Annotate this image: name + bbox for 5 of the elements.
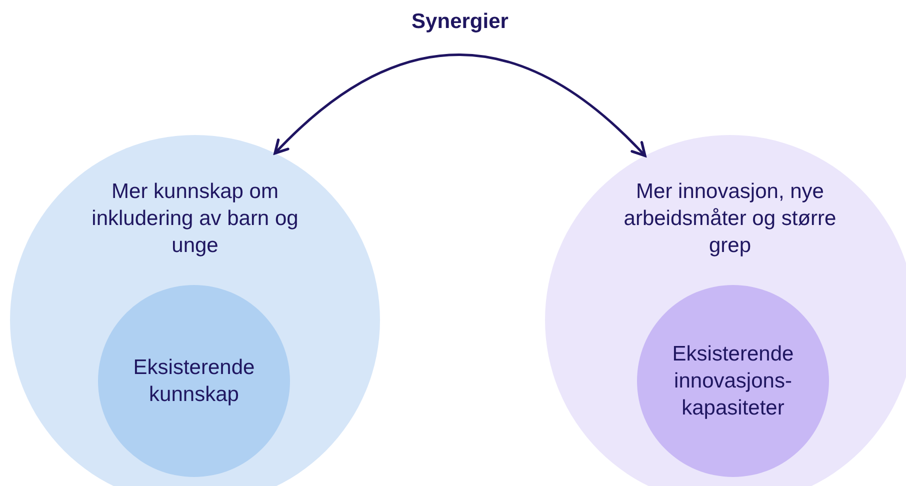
node-label: Mer kunnskap om inkludering av barn og unge: [90, 179, 300, 259]
curved-arrow: [274, 54, 646, 158]
node-label: Eksisterende kunnskap: [132, 355, 256, 408]
node-label: Mer innovasjon, nye arbeidsmåter og større grep: [622, 179, 838, 259]
node-label: Eksisterende innovasjons- kapasiteter: [671, 342, 795, 422]
